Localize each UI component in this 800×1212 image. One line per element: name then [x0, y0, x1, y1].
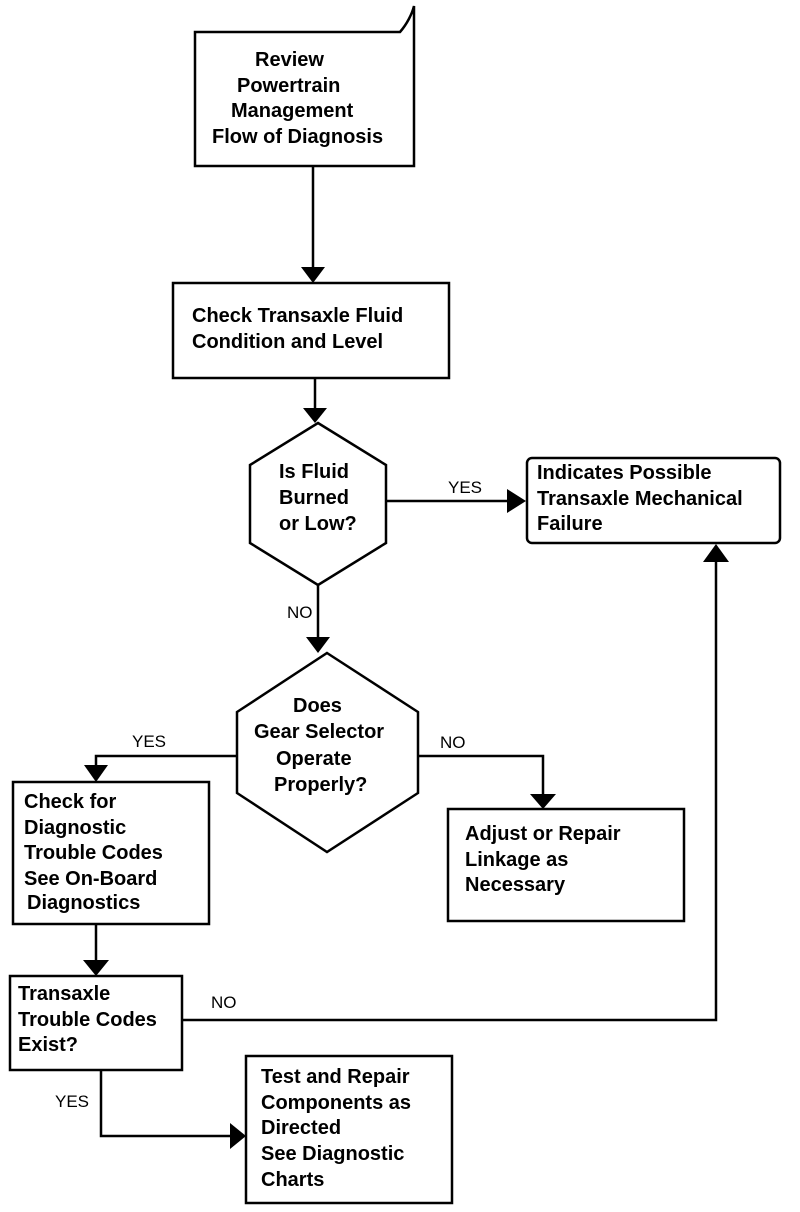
mechanical-failure-line: Failure [537, 513, 603, 535]
fluid-no-label: NO [287, 603, 313, 622]
review-line: Management [231, 100, 354, 122]
codes-yes-label: YES [55, 1092, 89, 1111]
gear-no-line [418, 754, 545, 795]
test-repair-line: See Diagnostic [261, 1143, 404, 1165]
gear-selector-line: Properly? [274, 774, 367, 796]
gear-selector-decision [235, 651, 420, 854]
check-fluid-line: Condition and Level [192, 331, 383, 353]
check-codes-line: Diagnostic [24, 817, 126, 839]
adjust-linkage-box [446, 807, 686, 923]
codes-exist-line: Transaxle [18, 983, 110, 1005]
mechanical-failure-line: Indicates Possible [537, 462, 712, 484]
gear-selector-line: Operate [276, 748, 352, 770]
fluid-burned-line: Burned [279, 487, 349, 509]
check-codes-line: See On-Board [24, 868, 157, 890]
adjust-linkage-line: Linkage as [465, 849, 568, 871]
test-repair-line: Components as [261, 1092, 411, 1114]
arrow-down-icon [83, 960, 109, 976]
fluid-yes-label: YES [448, 478, 482, 497]
gear-yes-label: YES [132, 732, 166, 751]
test-repair-box [244, 1054, 454, 1205]
fluid-burned-line: or Low? [279, 513, 357, 535]
arrow-up-icon [703, 544, 729, 562]
arrow-right-icon [507, 489, 526, 513]
check-codes-label: Check for Diagnostic Trouble Codes See O… [24, 791, 168, 914]
review-line: Flow of Diagnosis [212, 126, 383, 148]
adjust-linkage-label: Adjust or Repair Linkage as Necessary [465, 823, 626, 896]
gear-no-label: NO [440, 733, 466, 752]
test-repair-line: Directed [261, 1117, 341, 1139]
gear-selector-line: Does [293, 695, 342, 717]
arrow-down-icon [303, 408, 327, 423]
adjust-linkage-line: Necessary [465, 874, 566, 896]
test-repair-line: Charts [261, 1169, 324, 1191]
check-fluid-box [171, 281, 451, 380]
arrow-right-icon [230, 1123, 246, 1149]
review-line: Powertrain [237, 75, 340, 97]
codes-no-label: NO [211, 993, 237, 1012]
check-codes-line: Trouble Codes [24, 842, 163, 864]
check-fluid-line: Check Transaxle Fluid [192, 305, 403, 327]
codes-exist-label: Transaxle Trouble Codes Exist? [18, 983, 162, 1056]
review-line: Review [255, 49, 324, 71]
test-repair-label: Test and Repair Components as Directed S… [261, 1066, 417, 1191]
gear-selector-label: Does Gear Selector Operate Properly? [254, 695, 390, 796]
gear-selector-line: Gear Selector [254, 721, 384, 743]
mechanical-failure-line: Transaxle Mechanical [537, 488, 743, 510]
arrow-down-icon [84, 765, 108, 782]
test-repair-line: Test and Repair [261, 1066, 410, 1088]
review-document-shape [193, 5, 416, 168]
check-codes-box [11, 780, 211, 926]
gear-yes-line [94, 754, 237, 767]
arrow-down-icon [530, 794, 556, 809]
check-codes-line: Diagnostics [27, 892, 140, 914]
arrow-down-icon [301, 267, 325, 283]
codes-exist-line: Exist? [18, 1034, 78, 1056]
mechanical-failure-box [525, 456, 782, 545]
fluid-burned-label: Is Fluid Burned or Low? [279, 461, 357, 535]
review-label: Review Powertrain Management Flow of Dia… [212, 49, 383, 148]
mechanical-failure-label: Indicates Possible Transaxle Mechanical … [537, 462, 748, 535]
check-fluid-label: Check Transaxle Fluid Condition and Leve… [192, 305, 409, 353]
codes-exist-line: Trouble Codes [18, 1009, 157, 1031]
codes-no-line [182, 560, 718, 1022]
check-codes-line: Check for [24, 791, 116, 813]
codes-yes-line [99, 1070, 231, 1138]
fluid-burned-line: Is Fluid [279, 461, 349, 483]
arrow-down-icon [306, 637, 330, 653]
adjust-linkage-line: Adjust or Repair [465, 823, 621, 845]
codes-exist-box [8, 974, 184, 1072]
